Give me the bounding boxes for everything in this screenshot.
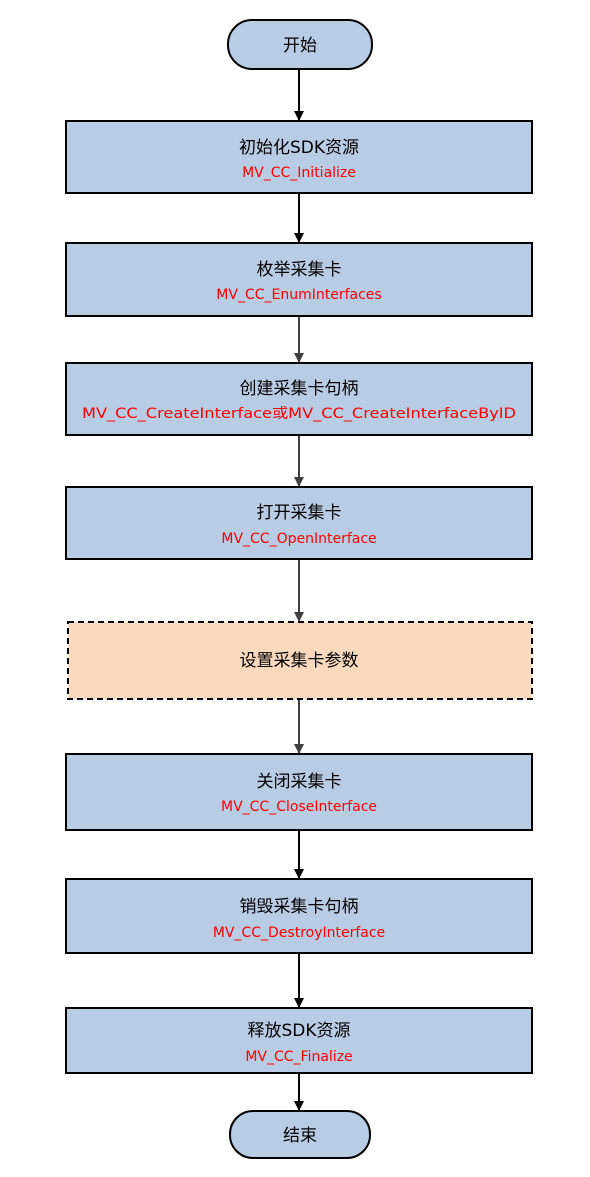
step-initialize: 初始化SDK资源 MV_CC_Initialize	[65, 120, 533, 194]
end-terminal-shape	[229, 1110, 371, 1159]
step-box	[65, 242, 533, 317]
step-api: MV_CC_Finalize	[245, 1049, 352, 1065]
step-enum-interfaces: 枚举采集卡 MV_CC_EnumInterfaces	[65, 242, 533, 317]
step-title: 释放SDK资源	[247, 1021, 350, 1041]
step-title: 初始化SDK资源	[239, 138, 359, 158]
step-destroy-interface: 销毁采集卡句柄 MV_CC_DestroyInterface	[65, 878, 533, 954]
step-finalize: 释放SDK资源 MV_CC_Finalize	[65, 1007, 533, 1074]
step-box	[65, 362, 533, 436]
step-title: 销毁采集卡句柄	[240, 897, 359, 917]
step-box	[65, 753, 533, 831]
step-title: 打开采集卡	[257, 503, 342, 523]
step-api: MV_CC_OpenInterface	[221, 531, 376, 547]
step-api: MV_CC_CloseInterface	[221, 799, 377, 815]
step-box-optional	[67, 621, 533, 700]
step-api: MV_CC_CreateInterface或MV_CC_CreateInterf…	[82, 406, 516, 422]
step-box	[65, 878, 533, 954]
start-terminal-shape	[227, 19, 373, 70]
step-api: MV_CC_Initialize	[242, 165, 356, 181]
step-create-interface: 创建采集卡句柄 MV_CC_CreateInterface或MV_CC_Crea…	[65, 362, 533, 436]
step-set-interface-params: 设置采集卡参数	[67, 621, 533, 700]
step-close-interface: 关闭采集卡 MV_CC_CloseInterface	[65, 753, 533, 831]
end-terminal: 结束	[229, 1110, 371, 1159]
start-terminal: 开始	[227, 19, 373, 70]
step-title: 设置采集卡参数	[240, 651, 359, 671]
step-api: MV_CC_DestroyInterface	[213, 925, 385, 941]
end-label: 结束	[283, 1126, 317, 1146]
step-open-interface: 打开采集卡 MV_CC_OpenInterface	[65, 486, 533, 560]
step-title: 关闭采集卡	[257, 772, 342, 792]
step-box	[65, 486, 533, 560]
step-title: 创建采集卡句柄	[240, 379, 359, 399]
step-api: MV_CC_EnumInterfaces	[216, 287, 381, 303]
step-box	[65, 120, 533, 194]
start-label: 开始	[283, 36, 317, 56]
step-title: 枚举采集卡	[257, 260, 342, 280]
step-box	[65, 1007, 533, 1074]
